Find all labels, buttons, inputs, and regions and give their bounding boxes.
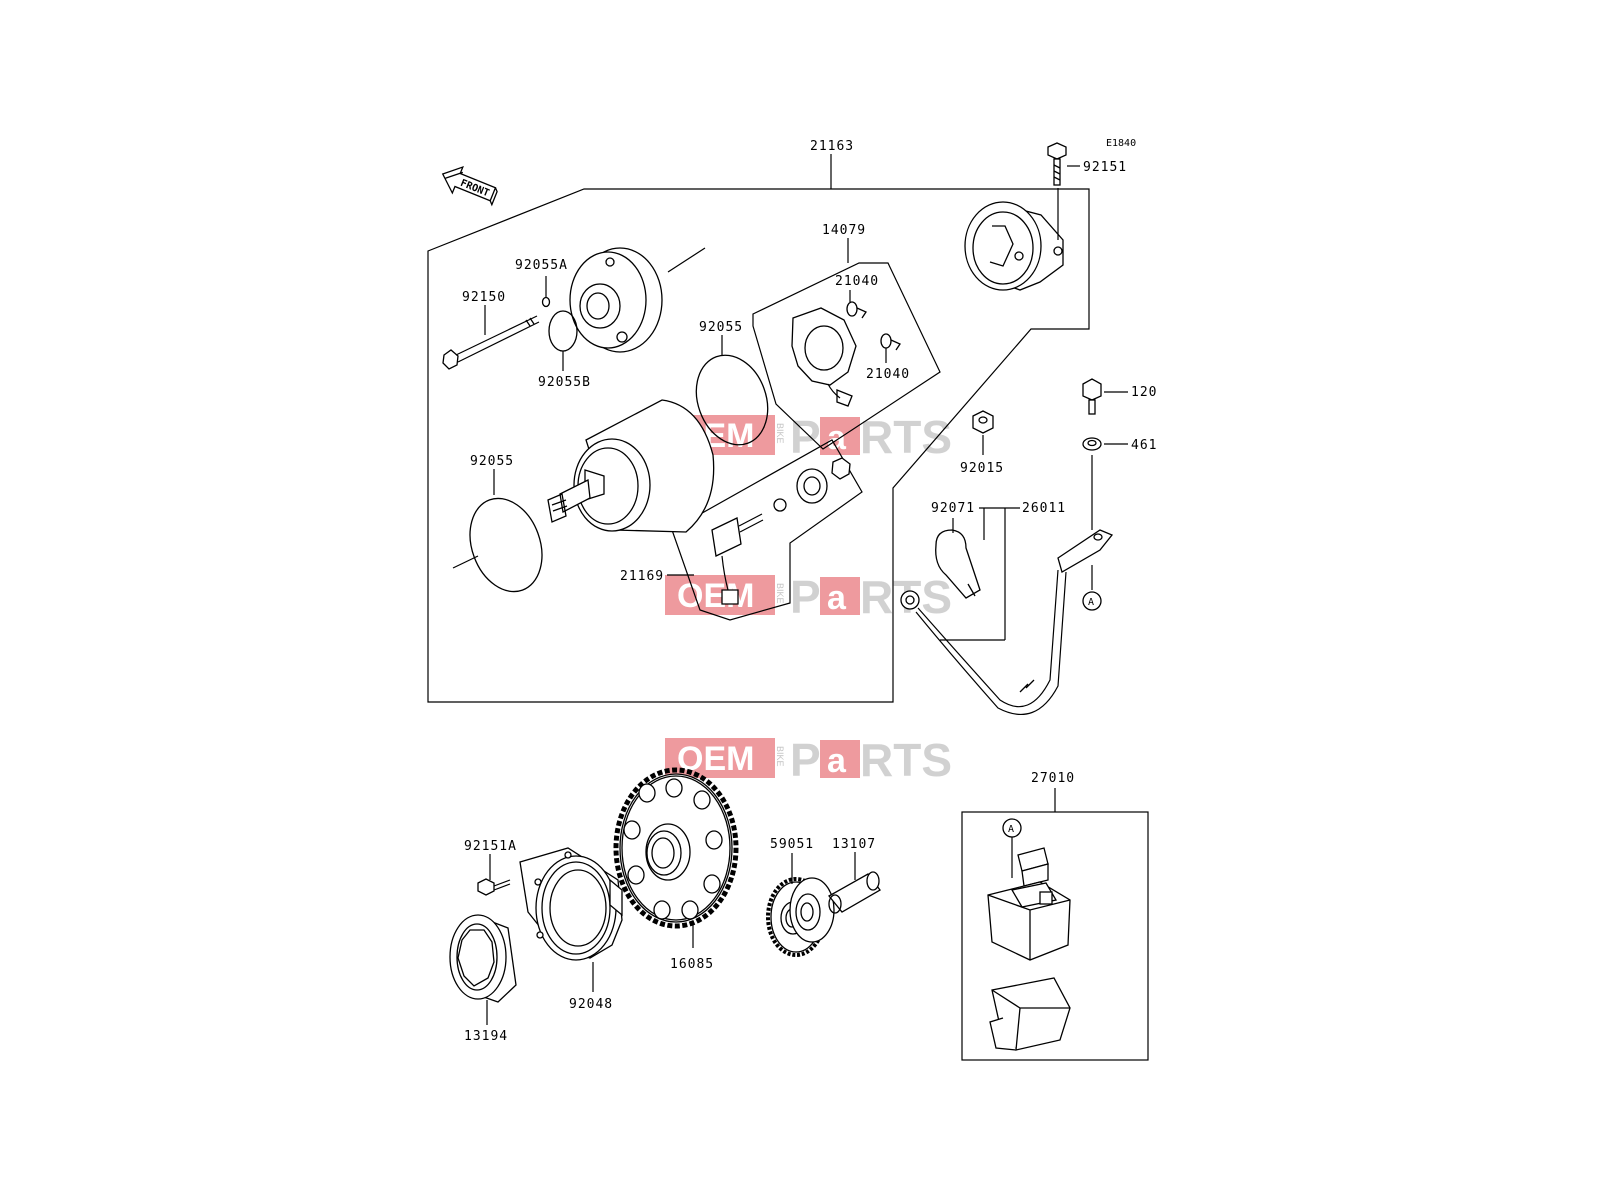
svg-text:a: a <box>827 742 847 780</box>
starter-front-cover <box>569 247 663 353</box>
label-13194: 13194 <box>464 1029 508 1044</box>
label-21163: 21163 <box>810 139 854 154</box>
label-92055-upper: 92055 <box>699 320 743 335</box>
label-21040-b: 21040 <box>866 367 910 382</box>
label-92055A: 92055A <box>515 258 568 273</box>
large-starter-gear <box>613 767 739 929</box>
label-92151A: 92151A <box>464 839 517 854</box>
o-ring-small <box>541 296 551 308</box>
starter-relay <box>987 881 1071 961</box>
front-arrow-icon: FRONT <box>441 165 498 207</box>
svg-text:a: a <box>827 579 847 617</box>
label-59051: 59051 <box>770 837 814 852</box>
label-120: 120 <box>1131 385 1157 400</box>
starter-rear-housing <box>964 201 1064 291</box>
diagram-code: E1840 <box>1106 138 1136 149</box>
bolt-92151 <box>1047 142 1067 186</box>
label-21169: 21169 <box>620 569 664 584</box>
svg-text:a: a <box>827 419 847 457</box>
one-way-clutch <box>449 914 517 1003</box>
brush-b <box>880 333 901 351</box>
label-16085: 16085 <box>670 957 714 972</box>
label-92015: 92015 <box>960 461 1004 476</box>
washer-461 <box>1082 437 1102 451</box>
o-ring-92055B <box>548 310 578 352</box>
label-92150: 92150 <box>462 290 506 305</box>
starter-assembly-outline <box>427 188 1090 703</box>
idler-shaft <box>828 871 881 914</box>
label-14079: 14079 <box>822 223 866 238</box>
terminal-parts <box>711 457 851 605</box>
marker-a-cable <box>1082 591 1102 611</box>
terminal-cap <box>935 529 981 599</box>
label-27010: 27010 <box>1031 771 1075 786</box>
svg-text:OEM: OEM <box>677 577 754 615</box>
svg-text:P: P <box>790 571 821 623</box>
battery-cable <box>900 529 1114 716</box>
svg-text:RTS: RTS <box>860 734 952 786</box>
brush-plate <box>791 307 857 407</box>
long-bolt <box>442 315 540 370</box>
svg-text:P: P <box>790 734 821 786</box>
label-92055-lower: 92055 <box>470 454 514 469</box>
terminal-outline <box>671 439 863 621</box>
nut-92015 <box>972 410 994 434</box>
svg-text:RTS: RTS <box>860 411 952 463</box>
brush-holder-outline <box>752 262 941 450</box>
label-21040-a: 21040 <box>835 274 879 289</box>
label-461: 461 <box>1131 438 1157 453</box>
label-92048: 92048 <box>569 997 613 1012</box>
label-92055B: 92055B <box>538 375 591 390</box>
svg-text:BIKE: BIKE <box>775 583 785 604</box>
relay-holder <box>989 977 1071 1051</box>
svg-text:BIKE: BIKE <box>775 423 785 444</box>
label-92151: 92151 <box>1083 160 1127 175</box>
clutch-housing <box>519 847 623 961</box>
label-13107: 13107 <box>832 837 876 852</box>
label-92071: 92071 <box>931 501 975 516</box>
idler-gear <box>766 877 835 957</box>
o-ring-92055-lower <box>469 497 543 593</box>
starter-motor-body <box>547 399 715 533</box>
svg-text:A: A <box>1008 824 1014 835</box>
brush-a <box>846 301 867 319</box>
bolt-92151A <box>477 878 511 896</box>
bolt-120 <box>1082 378 1102 415</box>
svg-text:A: A <box>1088 597 1094 608</box>
label-26011: 26011 <box>1022 501 1066 516</box>
o-ring-92055-upper <box>695 354 769 446</box>
svg-text:BIKE: BIKE <box>775 746 785 767</box>
watermark-3: OEM BIKE P a RTS <box>665 734 952 786</box>
fuse <box>1017 847 1049 887</box>
